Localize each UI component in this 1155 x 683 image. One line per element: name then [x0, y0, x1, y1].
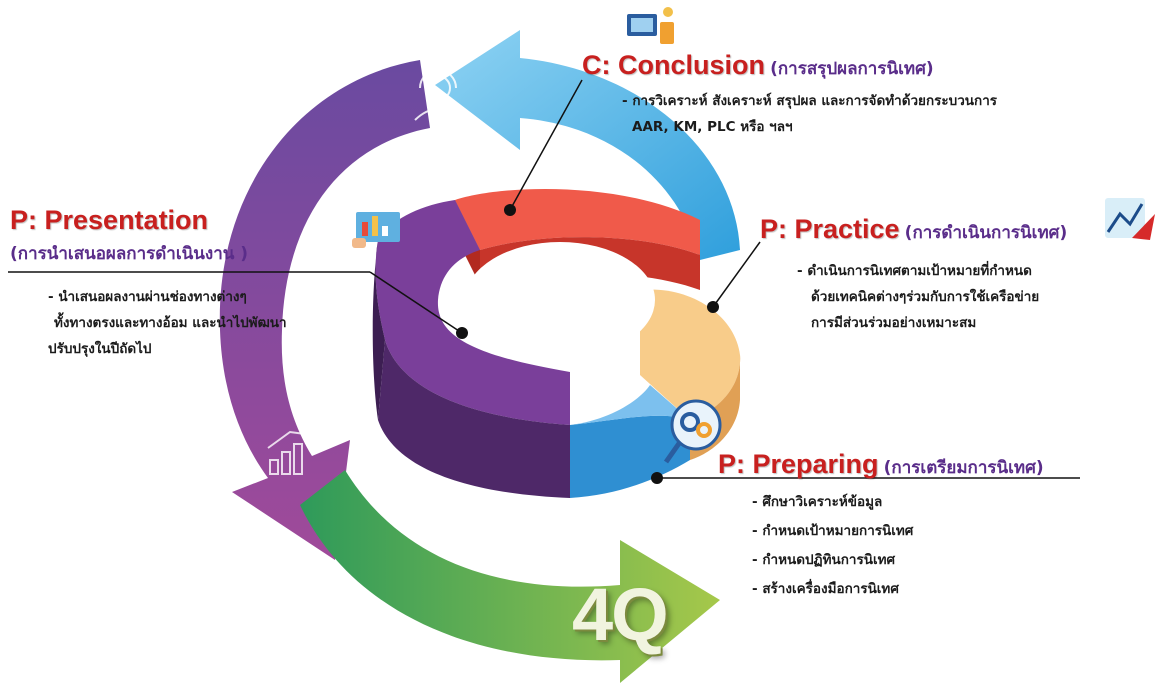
- presentation-list: นำเสนอผลงานผ่านช่องทางต่างๆ ทั้งทางตรงแล…: [48, 284, 287, 362]
- practice-list: ดำเนินการนิเทศตามเป้าหมายที่กำหนด ด้วยเท…: [797, 258, 1039, 336]
- connectors: [8, 79, 1080, 484]
- practice-thai: (การดำเนินการนิเทศ): [904, 223, 1068, 243]
- preparing-title: P: Preparing: [718, 449, 879, 479]
- cycle-arrows: [219, 30, 740, 683]
- preparing-heading: P: Preparing (การเตรียมการนิเทศ): [718, 449, 1044, 481]
- list-item: AAR, KM, PLC หรือ ฯลฯ: [632, 119, 793, 135]
- list-item: ศึกษาวิเคราะห์ข้อมูล: [752, 488, 913, 517]
- list-item: ด้วยเทคนิคต่างๆร่วมกับการใช้เครือข่าย: [811, 289, 1040, 305]
- presentation-heading: P: Presentation (การนำเสนอผลการดำเนินงาน…: [10, 205, 248, 267]
- conclusion-thai: (การสรุปผลการนิเทศ): [770, 59, 934, 79]
- bar-chart-icon: [267, 430, 306, 475]
- list-item: การมีส่วนร่วมอย่างเหมาะสม: [811, 315, 977, 331]
- purple-arrow: [219, 60, 430, 560]
- presentation-segment: [375, 200, 570, 425]
- gears-magnifier-icon: [663, 399, 722, 464]
- list-item: นำเสนอผลงานผ่านช่องทางต่างๆ: [48, 284, 287, 310]
- growth-chart-icon: [1105, 198, 1155, 240]
- conclusion-list: การวิเคราะห์ สังเคราะห์ สรุปผล และการจัด…: [622, 88, 997, 140]
- presentation-thai: (การนำเสนอผลการดำเนินงาน ): [10, 244, 249, 264]
- conclusion-heading: C: Conclusion (การสรุปผลการนิเทศ): [582, 50, 934, 82]
- preparing-list: ศึกษาวิเคราะห์ข้อมูล กำหนดเป้าหมายการนิเ…: [752, 488, 913, 604]
- presentation-board-icon: [352, 212, 400, 248]
- list-item: กำหนดปฏิทินการนิเทศ: [752, 546, 913, 575]
- list-item: ปรับปรุงในปีถัดไป: [48, 341, 152, 357]
- practice-segment: [640, 289, 741, 420]
- practice-heading: P: Practice (การดำเนินการนิเทศ): [760, 214, 1067, 246]
- monitor-gear-icon: [627, 7, 674, 44]
- support-agent-icon: [414, 69, 462, 121]
- presentation-title: P: Presentation: [10, 205, 209, 235]
- conclusion-title: C: Conclusion: [582, 50, 765, 80]
- list-item: การวิเคราะห์ สังเคราะห์ สรุปผล และการจัด…: [622, 88, 997, 114]
- list-item: สร้างเครื่องมือการนิเทศ: [752, 575, 913, 604]
- list-item: ทั้งทางตรงและทางอ้อม และนำไปพัฒนา: [54, 315, 287, 331]
- conclusion-segment: [455, 188, 700, 255]
- blue-arrow: [435, 30, 740, 260]
- 4q-badge: 4Q: [572, 573, 669, 656]
- practice-title: P: Practice: [760, 214, 900, 244]
- list-item: ดำเนินการนิเทศตามเป้าหมายที่กำหนด: [797, 258, 1039, 284]
- green-arrow: [300, 470, 720, 683]
- preparing-thai: (การเตรียมการนิเทศ): [883, 458, 1044, 478]
- preparing-segment: [570, 415, 690, 498]
- center-ring: [372, 188, 741, 498]
- list-item: กำหนดเป้าหมายการนิเทศ: [752, 517, 913, 546]
